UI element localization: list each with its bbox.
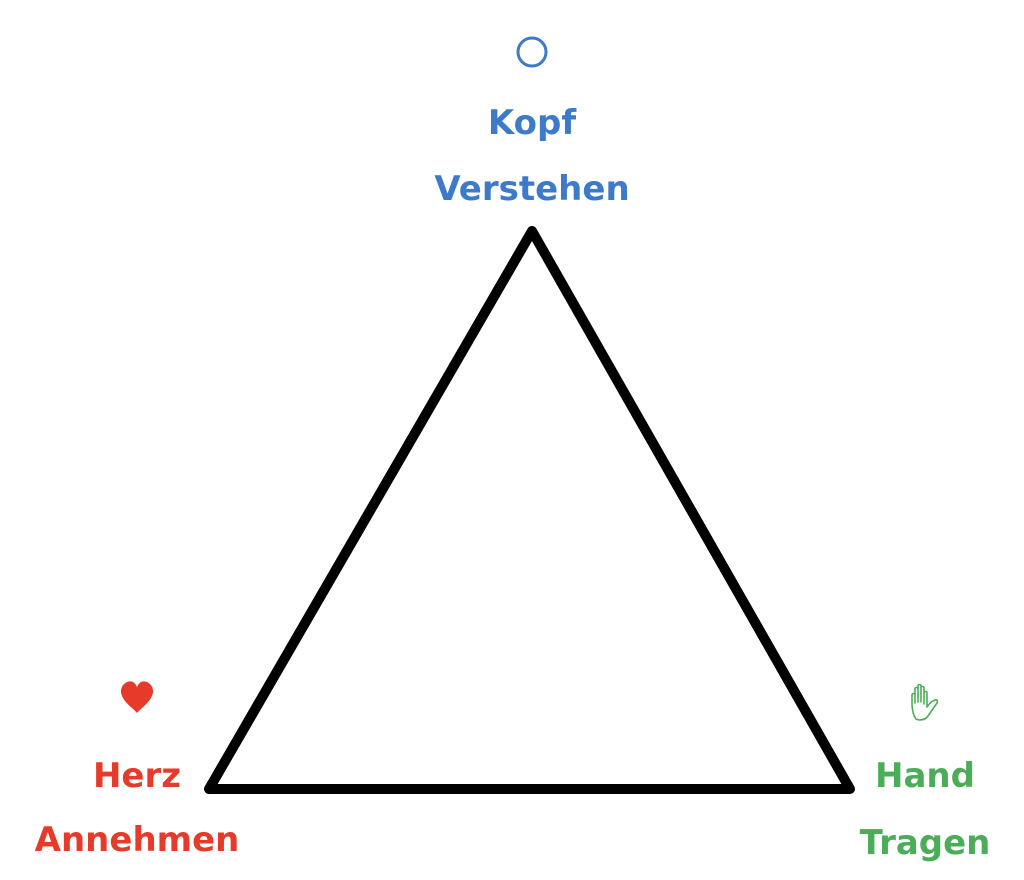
vertex-top-title: Kopf	[487, 103, 577, 143]
vertex-right-title: Hand	[875, 756, 975, 796]
hand-icon	[907, 683, 943, 727]
vertex-top-subtitle: Verstehen	[434, 169, 630, 209]
vertex-left-subtitle: Annehmen	[34, 820, 240, 860]
vertex-left-title: Herz	[92, 756, 182, 796]
heart-icon	[119, 680, 155, 718]
circle-icon	[515, 35, 549, 73]
vertex-right-subtitle: Tragen	[859, 823, 991, 863]
triangle-outline	[204, 226, 855, 794]
